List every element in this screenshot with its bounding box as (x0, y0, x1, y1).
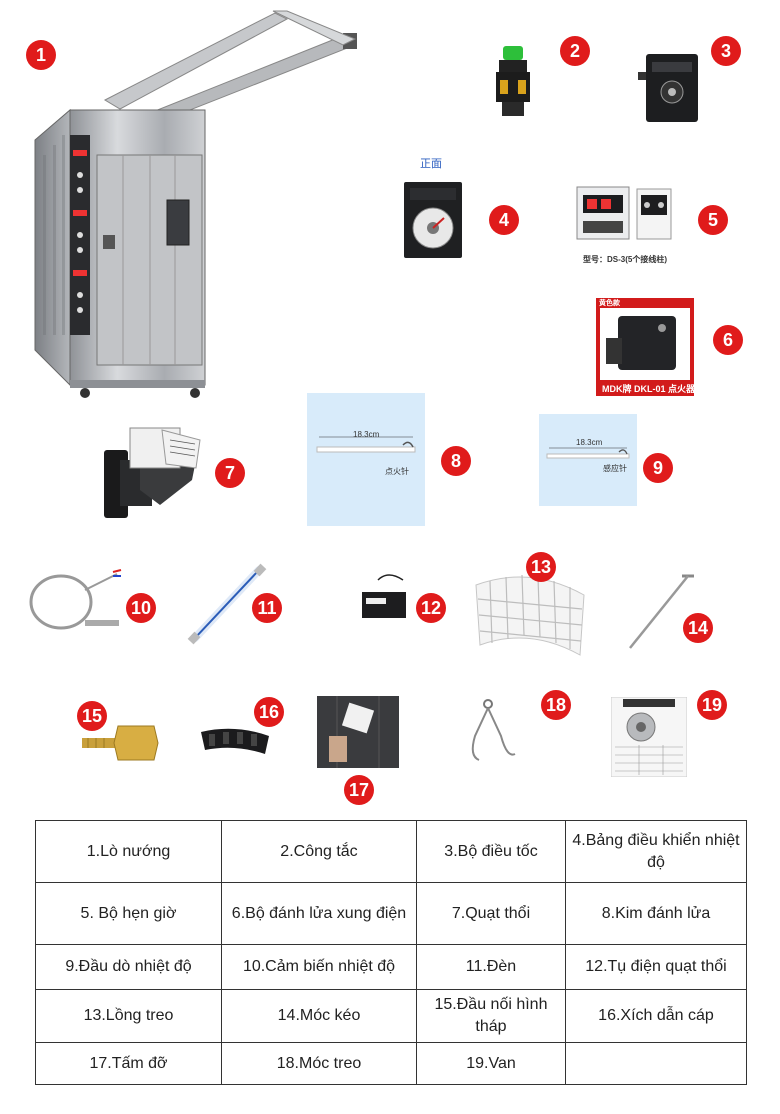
badge-12: 12 (416, 593, 446, 623)
table-cell: 19.Van (416, 1042, 566, 1085)
badge-10: 10 (126, 593, 156, 623)
table-cell: 3.Bộ điều tốc (416, 820, 566, 883)
table-cell: 6.Bộ đánh lửa xung điện (221, 882, 417, 945)
table-cell: 11.Đèn (416, 944, 566, 990)
badge-7: 7 (215, 458, 245, 488)
timer-image (575, 185, 675, 243)
badge-15: 15 (77, 701, 107, 731)
blower-image (100, 420, 210, 525)
table-cell: 14.Móc kéo (221, 989, 417, 1043)
badge-8: 8 (441, 446, 471, 476)
badge-5: 5 (698, 205, 728, 235)
hanging-cage-image (470, 565, 590, 665)
badge-17: 17 (344, 775, 374, 805)
support-plate-image (317, 696, 399, 768)
item6-caption: MDK牌 DKL-01 点火器 (602, 384, 696, 394)
table-cell: 2.Công tắc (221, 820, 417, 883)
temperature-panel-image (402, 180, 464, 260)
tower-connector-image (78, 718, 163, 768)
hanging-hook-image (455, 696, 525, 770)
table-cell (565, 1042, 747, 1085)
table-cell: 13.Lồng treo (35, 989, 222, 1043)
table-row: 9.Đầu dò nhiệt độ 10.Cảm biến nhiệt độ 1… (35, 944, 747, 990)
cable-chain-image (195, 720, 275, 765)
badge-19: 19 (697, 690, 727, 720)
badge-4: 4 (489, 205, 519, 235)
temperature-sensor-image (25, 560, 125, 640)
badge-11: 11 (252, 593, 282, 623)
table-cell: 18.Móc treo (221, 1042, 417, 1085)
table-row: 1.Lò nướng 2.Công tắc 3.Bộ điều tốc 4.Bả… (35, 820, 747, 883)
item9-label: 感应针 (603, 464, 627, 473)
lamp-image (185, 562, 270, 647)
badge-6: 6 (713, 325, 743, 355)
table-cell: 1.Lò nướng (35, 820, 222, 883)
item4-label: 正面 (420, 158, 442, 170)
pull-hook-image (620, 568, 700, 653)
table-cell: 5. Bộ hẹn giờ (35, 882, 222, 945)
speed-controller-image (632, 48, 712, 128)
parts-table: 1.Lò nướng 2.Công tắc 3.Bộ điều tốc 4.Bả… (35, 820, 747, 1085)
table-cell: 15.Đầu nối hình tháp (416, 989, 566, 1043)
switch-image (488, 40, 538, 125)
item5-model: 型号：DS-3(5个接线柱) (583, 255, 668, 264)
item6-header: 黄色款 (599, 300, 620, 307)
badge-14: 14 (683, 613, 713, 643)
table-cell: 16.Xích dẫn cáp (565, 989, 747, 1043)
table-cell: 12.Tụ điện quạt thổi (565, 944, 747, 990)
item8-length: 18.3cm (353, 430, 380, 439)
table-row: 17.Tấm đỡ 18.Móc treo 19.Van (35, 1042, 747, 1085)
ignition-needle-image (307, 393, 425, 526)
badge-16: 16 (254, 697, 284, 727)
badge-13: 13 (526, 552, 556, 582)
table-row: 5. Bộ hẹn giờ 6.Bộ đánh lửa xung điện 7.… (35, 882, 747, 945)
table-cell: 8.Kim đánh lửa (565, 882, 747, 945)
table-cell: 9.Đầu dò nhiệt độ (35, 944, 222, 990)
table-cell: 4.Bảng điều khiển nhiệt độ (565, 820, 747, 883)
table-cell: 7.Quạt thổi (416, 882, 566, 945)
capacitor-image (358, 570, 413, 625)
valve-image (610, 696, 688, 778)
badge-2: 2 (560, 36, 590, 66)
badge-3: 3 (711, 36, 741, 66)
temperature-probe-image (539, 414, 637, 506)
badge-9: 9 (643, 453, 673, 483)
igniter-image (596, 298, 694, 396)
item8-label: 点火针 (385, 467, 409, 476)
table-row: 13.Lồng treo 14.Móc kéo 15.Đầu nối hình … (35, 989, 747, 1043)
table-cell: 10.Cảm biến nhiệt độ (221, 944, 417, 990)
badge-1: 1 (26, 40, 56, 70)
oven-image (25, 5, 365, 400)
table-cell: 17.Tấm đỡ (35, 1042, 222, 1085)
item9-length: 18.3cm (576, 438, 603, 447)
badge-18: 18 (541, 690, 571, 720)
